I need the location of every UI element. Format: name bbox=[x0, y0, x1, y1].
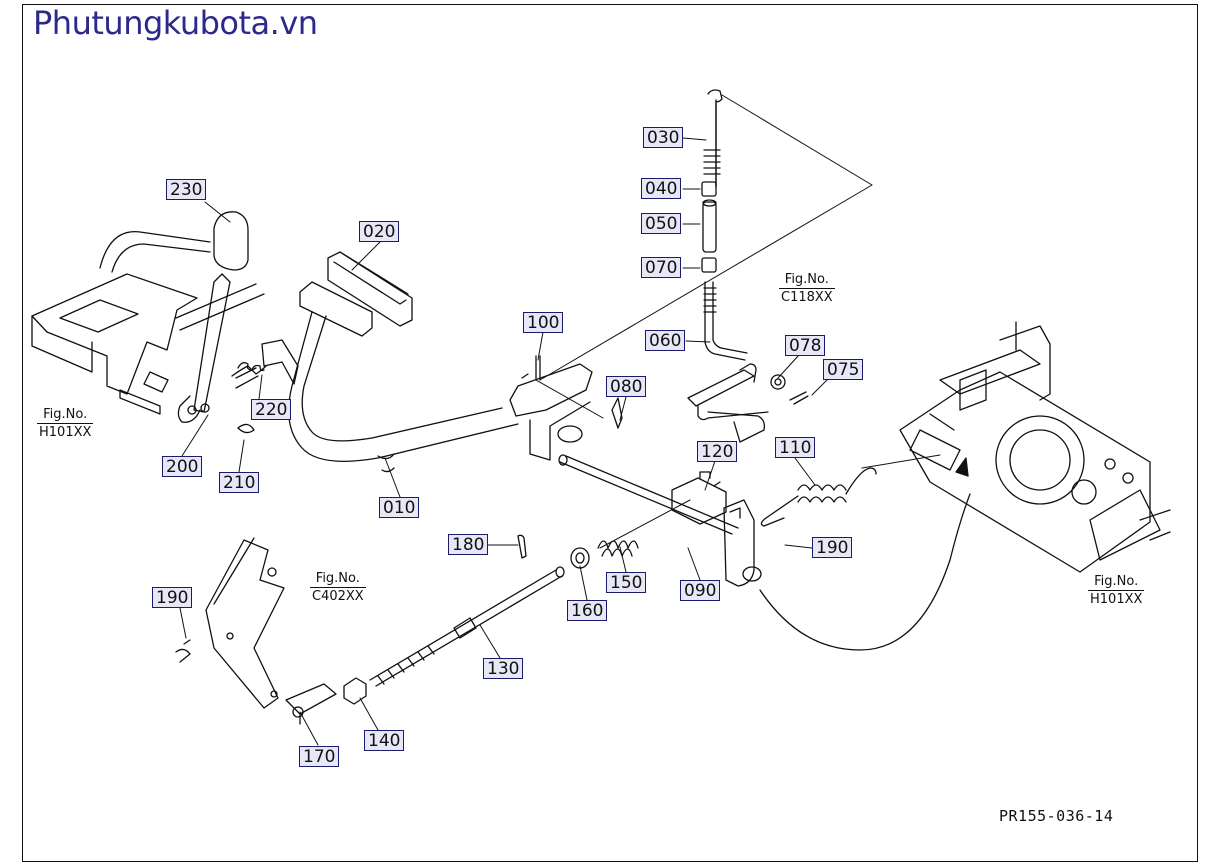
part-label-100[interactable]: 100 bbox=[523, 312, 564, 333]
site-watermark: Phutungkubota.vn bbox=[33, 4, 318, 42]
part-label-140[interactable]: 140 bbox=[364, 730, 405, 751]
diagram-frame bbox=[22, 4, 1198, 862]
cross-shaft bbox=[559, 455, 970, 650]
part-label-170[interactable]: 170 bbox=[299, 746, 340, 767]
part-label-050[interactable]: 050 bbox=[641, 213, 682, 234]
part-label-190-left[interactable]: 190 bbox=[152, 587, 193, 608]
brake-pedal-arm bbox=[178, 212, 298, 433]
figure-ref-c402[interactable]: Fig.No. C402XX bbox=[310, 570, 366, 605]
part-label-230[interactable]: 230 bbox=[166, 179, 207, 200]
diagram-reference-code: PR155-036-14 bbox=[999, 807, 1114, 825]
part-label-030[interactable]: 030 bbox=[643, 127, 684, 148]
part-label-130[interactable]: 130 bbox=[483, 658, 524, 679]
part-label-040[interactable]: 040 bbox=[641, 178, 682, 199]
figure-ref-title: Fig.No. bbox=[1094, 574, 1139, 589]
clutch-rod-assembly bbox=[370, 535, 638, 686]
figure-ref-code: H101XX bbox=[1088, 590, 1145, 607]
part-label-220[interactable]: 220 bbox=[251, 399, 292, 420]
part-label-160[interactable]: 160 bbox=[567, 600, 608, 621]
part-label-080[interactable]: 080 bbox=[606, 376, 647, 397]
part-label-010[interactable]: 010 bbox=[379, 497, 420, 518]
return-spring bbox=[761, 468, 876, 526]
part-label-070[interactable]: 070 bbox=[641, 257, 682, 278]
part-label-090[interactable]: 090 bbox=[680, 580, 721, 601]
figure-ref-h101-right[interactable]: Fig.No. H101XX bbox=[1088, 573, 1145, 608]
figure-ref-title: Fig.No. bbox=[43, 407, 88, 422]
part-label-180[interactable]: 180 bbox=[448, 534, 489, 555]
c118-lever bbox=[688, 364, 808, 442]
part-label-075[interactable]: 075 bbox=[823, 359, 864, 380]
part-label-200[interactable]: 200 bbox=[162, 456, 203, 477]
clutch-pedal bbox=[289, 252, 622, 472]
figure-ref-code: C402XX bbox=[310, 587, 366, 604]
bracket-assembly bbox=[176, 538, 366, 724]
part-label-078[interactable]: 078 bbox=[785, 335, 826, 356]
figure-ref-title: Fig.No. bbox=[784, 272, 829, 287]
figure-ref-c118[interactable]: Fig.No. C118XX bbox=[779, 271, 835, 306]
leader-lines bbox=[180, 95, 940, 745]
figure-ref-h101-left[interactable]: Fig.No. H101XX bbox=[37, 406, 94, 441]
right-frame bbox=[900, 322, 1170, 572]
part-label-120[interactable]: 120 bbox=[697, 441, 738, 462]
part-label-190-right[interactable]: 190 bbox=[812, 537, 853, 558]
part-label-060[interactable]: 060 bbox=[645, 330, 686, 351]
part-label-110[interactable]: 110 bbox=[775, 437, 816, 458]
figure-ref-title: Fig.No. bbox=[315, 571, 360, 586]
control-rod-assembly bbox=[702, 90, 747, 360]
part-label-210[interactable]: 210 bbox=[219, 472, 260, 493]
part-label-150[interactable]: 150 bbox=[606, 572, 647, 593]
figure-ref-code: C118XX bbox=[779, 288, 835, 305]
part-label-020[interactable]: 020 bbox=[359, 221, 400, 242]
left-frame bbox=[32, 232, 264, 414]
figure-ref-code: H101XX bbox=[37, 423, 94, 440]
